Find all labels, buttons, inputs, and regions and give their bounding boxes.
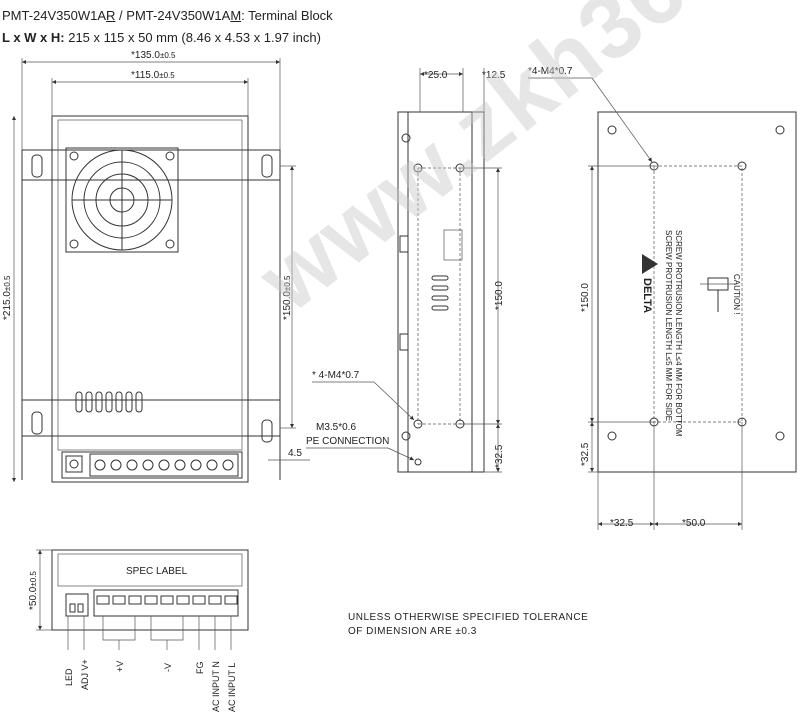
caution-label: SCREW PROTRUSION LENGTH L≤4 MM FOR BOTTO… (664, 230, 741, 437)
dim-offset: 4.5 (288, 448, 302, 459)
side-screw-note: * 4-M4*0.7 (312, 370, 360, 381)
front-body (51, 115, 249, 483)
model-separator: / (115, 8, 127, 23)
front-terminal-block (61, 451, 243, 479)
fan-icon (65, 147, 179, 253)
bottom-body (51, 549, 249, 631)
mount-slot (261, 154, 273, 178)
brand-name: DELTA (641, 278, 653, 313)
front-bracket-bottom (21, 399, 281, 437)
screw-diagram-icon (700, 277, 736, 312)
back-dim-height: *150.0 (580, 283, 591, 312)
delta-logo: DELTA (641, 254, 658, 313)
spec-label-area (57, 553, 243, 587)
terminal-ac-l: AC INPUT L (227, 663, 237, 712)
pe-screw-note: M3.5*0.6 (316, 422, 356, 433)
back-view: SCREW PROTRUSION LENGTH L≤4 MM FOR BOTTO… (528, 66, 797, 530)
dim-top-b: *12.5 (482, 70, 506, 81)
vent-slots (75, 391, 143, 413)
front-panel (57, 119, 243, 451)
model-a-suffix: R (106, 8, 116, 23)
mount-slot (261, 419, 273, 443)
pe-screw (414, 458, 422, 466)
model-b-suffix: M (230, 8, 242, 23)
dims-label: L x W x H: (2, 30, 65, 45)
bottom-dim-height: *50.0±0.5 (28, 571, 39, 610)
side-dim-height: *150.0 (494, 281, 505, 310)
mount-slot (31, 411, 43, 435)
back-screw-note: *4-M4*0.7 (528, 66, 573, 77)
caution-line1: SCREW PROTRUSION LENGTH L≤4 MM FOR BOTTO… (674, 230, 683, 437)
delta-triangle-icon (642, 254, 658, 274)
mount-slot (31, 154, 43, 178)
front-view: *135.0±0.5 *115.0±0.5 *215.0±0.5 *150.0±… (2, 50, 310, 483)
back-dim-bottom: *32.5 (580, 442, 591, 466)
dim-mount-span: *150.0±0.5 (282, 275, 293, 320)
dim-height: *215.0±0.5 (2, 275, 13, 320)
terminal-minus-v: -V (163, 663, 173, 672)
side-screw-hole (413, 163, 423, 173)
back-dim-bottom-b: *50.0 (682, 518, 706, 529)
back-body (597, 111, 797, 473)
side-dim-bottom: *32.5 (494, 444, 505, 468)
bottom-view: SPEC LABEL LED ADJ V+ +V -V FG AC INPUT … (28, 549, 249, 712)
dim-width-outer: *135.0±0.5 (131, 50, 176, 61)
terminal-ac-n: AC INPUT N (211, 661, 221, 712)
model-tail: : Terminal Block (241, 8, 333, 23)
terminal-fg: FG (195, 662, 205, 675)
terminal-plus-v: +V (115, 661, 125, 672)
tolerance-note-line1: UNLESS OTHERWISE SPECIFIED TOLERANCE (348, 612, 588, 623)
back-dim-bottom-a: *32.5 (610, 518, 634, 529)
caution-line2: SCREW PROTRUSION LENGTH L≤5 MM FOR SIDE (664, 230, 673, 421)
dims-value: 215 x 115 x 50 mm (8.46 x 4.53 x 1.97 in… (64, 30, 321, 45)
side-body (397, 111, 485, 473)
spec-label: SPEC LABEL (126, 566, 188, 577)
dimensions-line: L x W x H: 215 x 115 x 50 mm (8.46 x 4.5… (2, 30, 321, 45)
led-indicator (65, 455, 83, 473)
model-title: PMT-24V350W1AR / PMT-24V350W1AM: Termina… (2, 8, 333, 23)
model-a-prefix: PMT-24V350W1A (2, 8, 107, 23)
dim-top-a: *25.0 (424, 70, 448, 81)
terminal-led: LED (64, 668, 74, 686)
dim-width-inner: *115.0±0.5 (131, 70, 175, 81)
side-view: *25.0 *12.5 *150.0 *32.5 * 4-M4*0.7 M3.5… (306, 68, 506, 473)
back-screw-hole (737, 161, 747, 171)
side-vents (431, 275, 449, 311)
terminal-adj: ADJ V+ (80, 659, 90, 690)
pe-label: PE CONNECTION (306, 436, 389, 447)
model-b-prefix: PMT-24V350W1A (126, 8, 231, 23)
caution-title: CAUTION ! (732, 274, 741, 314)
side-screw-hole (413, 419, 423, 429)
bottom-terminal-block (65, 589, 239, 617)
tolerance-note-line2: OF DIMENSION ARE ±0.3 (348, 626, 477, 637)
